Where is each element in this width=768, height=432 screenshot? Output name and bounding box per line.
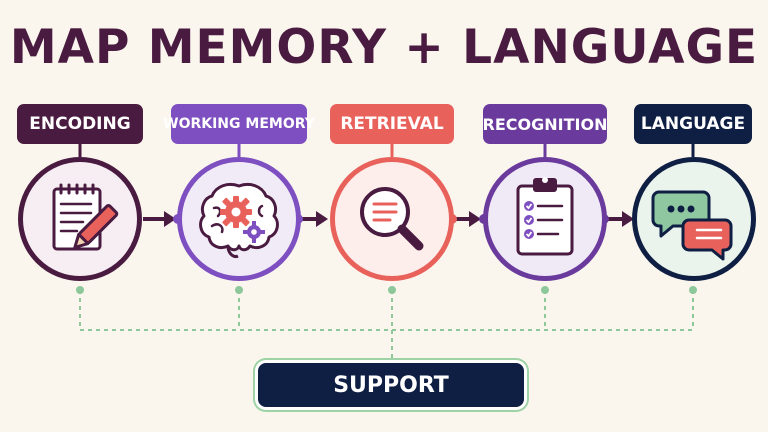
stage-circle-encoding bbox=[18, 157, 142, 281]
stage-label-recognition: RECOGNITION bbox=[483, 104, 607, 144]
stage-circle-language bbox=[632, 157, 756, 281]
clipboard-checklist-icon bbox=[516, 177, 574, 256]
support-box: SUPPORT bbox=[258, 363, 524, 407]
diagram-title: MAP MEMORY + LANGUAGE bbox=[9, 20, 759, 75]
stage-label-retrieval: RETRIEVAL bbox=[330, 104, 454, 144]
stage-label-language: LANGUAGE bbox=[634, 104, 752, 144]
stage-circle-working-memory bbox=[177, 157, 301, 281]
stage-label-working-memory: WORKING MEMORY bbox=[163, 104, 315, 144]
support-connector-lines bbox=[79, 290, 694, 360]
stage-label-encoding: ENCODING bbox=[17, 104, 143, 144]
support-connector-dots bbox=[76, 286, 697, 294]
brain-gears-icon bbox=[199, 182, 279, 258]
stage-circle-retrieval bbox=[330, 157, 454, 281]
magnifier-icon bbox=[360, 187, 424, 251]
speech-bubbles-icon bbox=[651, 190, 733, 261]
notepad-pencil-icon bbox=[52, 183, 119, 251]
stage-circle-recognition bbox=[483, 157, 607, 281]
